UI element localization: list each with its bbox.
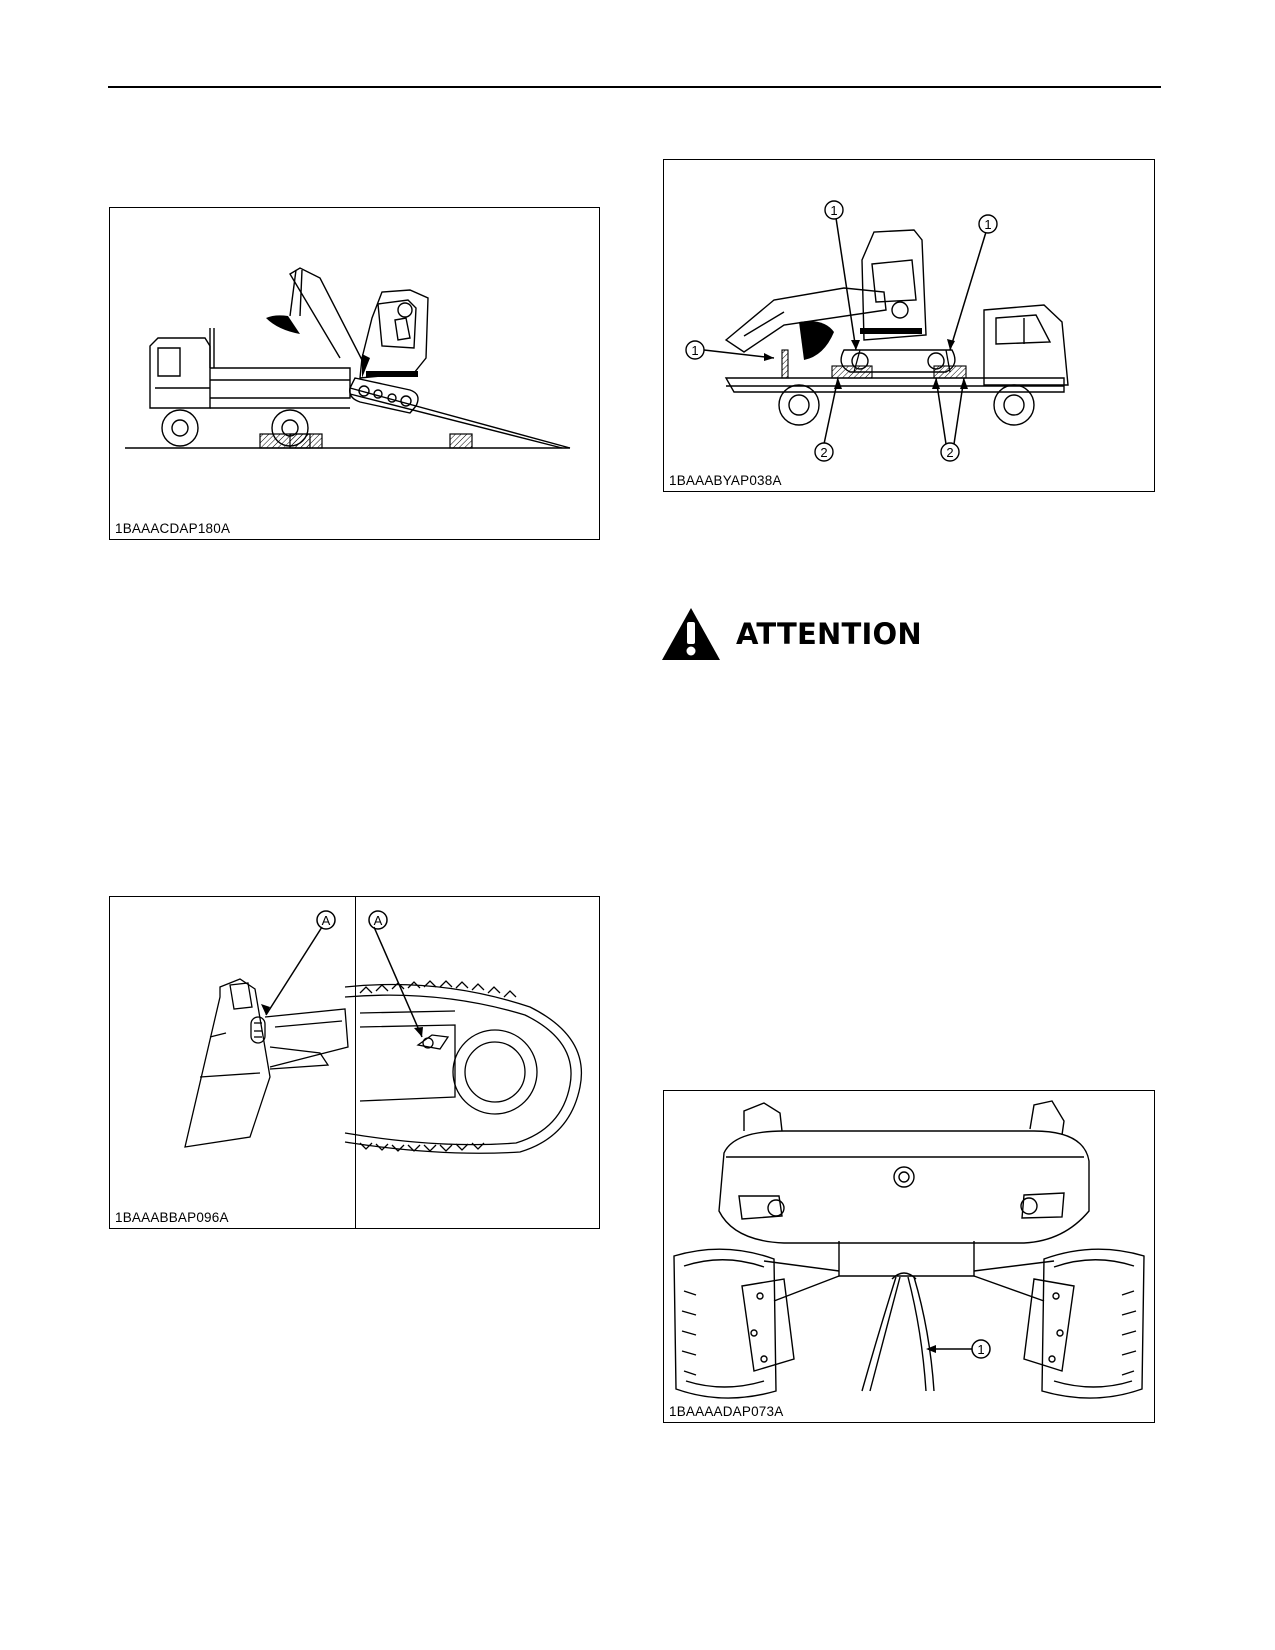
callout-1: 1 xyxy=(977,1342,984,1357)
figure-truck-ramp: 1BAAACDAP180A xyxy=(109,207,600,540)
truck-ramp-illustration xyxy=(125,267,571,449)
figure-lifting-rear: 1 1BAAAADAP073A xyxy=(663,1090,1155,1423)
figure-secured-truck: 1 1 1 2 2 1BAAABYAP038A xyxy=(663,159,1155,492)
secured-truck-illustration: 1 1 1 2 2 xyxy=(685,200,1069,462)
attention-heading: ATTENTION xyxy=(660,604,922,664)
callout-2-left: 2 xyxy=(820,445,827,460)
figure-code: 1BAAACDAP180A xyxy=(115,521,231,536)
figure-code: 1BAAAADAP073A xyxy=(669,1404,784,1419)
callout-a-right: A xyxy=(374,913,383,928)
callout-1-left: 1 xyxy=(691,343,698,358)
figure-tie-points: A A 1BAAABBAP096A xyxy=(109,896,600,1229)
figure-code: 1BAAABYAP038A xyxy=(669,473,782,488)
header-rule xyxy=(108,86,1161,88)
callout-1-top-right: 1 xyxy=(984,217,991,232)
warning-triangle-icon xyxy=(662,608,720,660)
figure-code: 1BAAABBAP096A xyxy=(115,1210,229,1225)
tie-points-illustration: A A xyxy=(184,910,582,1154)
callout-2-right: 2 xyxy=(946,445,953,460)
attention-label: ATTENTION xyxy=(736,617,922,651)
panel-divider xyxy=(355,897,356,1228)
callout-a-left: A xyxy=(322,913,331,928)
callout-1-top-left: 1 xyxy=(830,203,837,218)
lifting-rear-illustration: 1 xyxy=(673,1100,1145,1399)
